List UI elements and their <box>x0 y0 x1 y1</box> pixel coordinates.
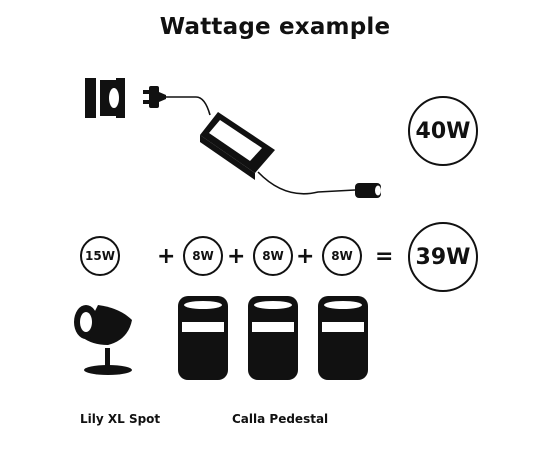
pedestal-wattage-badge: 8W <box>253 236 293 276</box>
plus-sign: + <box>157 244 176 269</box>
spot-product-label: Lily XL Spot <box>80 412 161 426</box>
equals-sign: = <box>375 244 394 269</box>
connector-icon <box>355 183 381 198</box>
adapter-wattage-badge: 40W <box>408 96 478 166</box>
power-adapter-icon <box>200 112 275 180</box>
plug-icon <box>143 86 166 108</box>
page-title: Wattage example <box>159 14 391 40</box>
pedestal-product-label: Calla Pedestal <box>232 412 329 426</box>
pedestal-light-icon <box>248 296 298 380</box>
power-socket-icon <box>85 78 125 118</box>
spot-wattage-badge: 15W <box>80 236 120 276</box>
plus-sign: + <box>296 244 315 269</box>
pedestal-light-icon <box>318 296 368 380</box>
plus-sign: + <box>227 244 246 269</box>
spotlight-icon <box>74 305 132 375</box>
pedestal-wattage-badge: 8W <box>183 236 223 276</box>
pedestal-light-icon <box>178 296 228 380</box>
total-wattage-badge: 39W <box>408 222 478 292</box>
pedestal-wattage-badge: 8W <box>322 236 362 276</box>
